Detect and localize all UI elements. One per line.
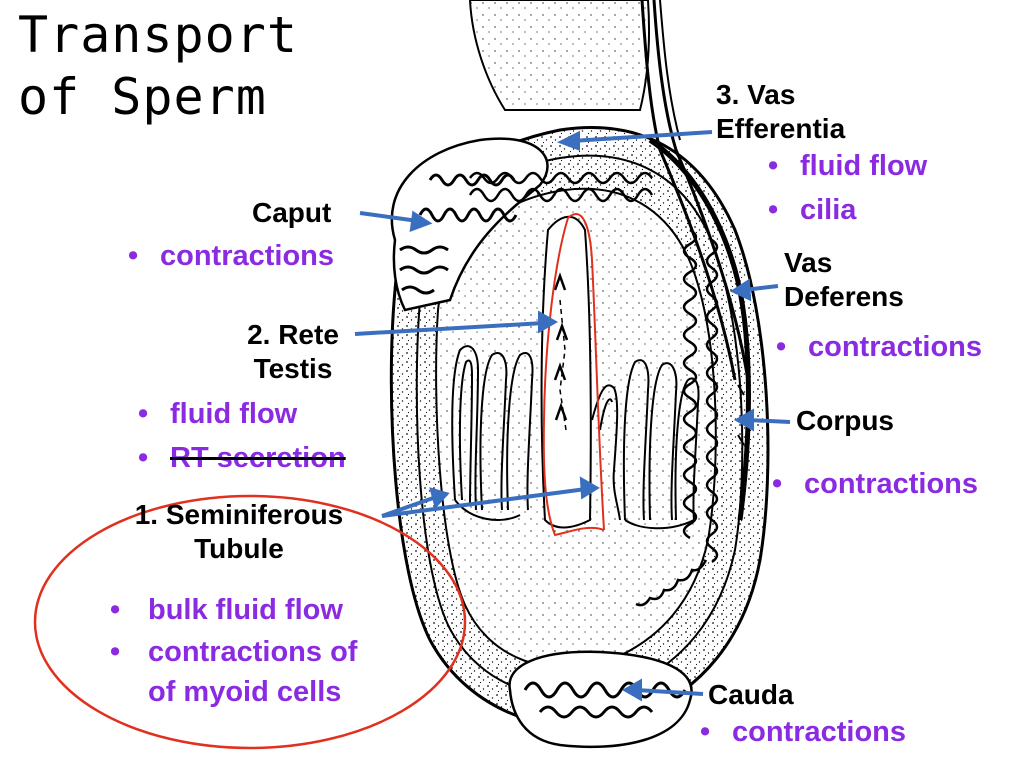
bullet-text: contractions — [160, 240, 335, 272]
rete-testis-label: 2. Rete Testis — [228, 318, 358, 386]
caput-bullet-1: • contractions — [128, 238, 334, 274]
bullet-text: cilia — [800, 194, 857, 226]
vas-efferentia-label-line-2: Efferentia — [716, 113, 846, 144]
cauda-epididymis — [508, 650, 693, 749]
rete-testis-bullet-2: • RT secretion — [138, 440, 346, 476]
pointer-arrows — [354, 130, 791, 702]
vas-efferentia-bullet-2: • cilia — [768, 192, 856, 228]
seminiferous-tubule-label: 1. Seminiferous Tubule — [108, 498, 370, 566]
vas-deferens-bullet-1: • contractions — [776, 329, 982, 365]
bullet-glyph: • — [768, 150, 779, 182]
bullet-glyph: • — [128, 240, 139, 272]
seminiferous-tubule-label-line-1: 1. Seminiferous — [134, 499, 344, 530]
rete-testis-bullet-1: • fluid flow — [138, 396, 297, 432]
bullet-glyph: • — [768, 194, 779, 226]
vas-deferens-label-line-2: Deferens — [784, 281, 904, 312]
vas-deferens-label: Vas Deferens — [784, 246, 904, 314]
caput-label: Caput — [252, 197, 332, 228]
annotation-circle — [33, 494, 467, 750]
vas-efferentia-label-line-1: 3. Vas — [716, 79, 796, 110]
seminiferous-tubule-bullet-2: • contractions of — [110, 634, 357, 670]
bullet-glyph: • — [138, 442, 149, 474]
corpus-label: Corpus — [796, 405, 894, 436]
rete-testis-label-line-2: Testis — [253, 353, 333, 384]
epididymal-duct — [468, 171, 719, 607]
bullet-text: fluid flow — [170, 398, 298, 430]
bullet-glyph: • — [700, 716, 711, 748]
cauda-bullet-1: • contractions — [700, 714, 906, 750]
vas-deferens-duct — [648, 137, 751, 521]
bullet-text: contractions — [808, 331, 983, 363]
seminiferous-tubule-label-line-2: Tubule — [194, 533, 284, 564]
cauda-label: Cauda — [708, 679, 794, 710]
seminiferous-tubule-bullet-1: • bulk fluid flow — [110, 592, 343, 628]
bullet-glyph: • — [138, 398, 149, 430]
bullet-text: contractions — [732, 716, 907, 748]
title-line-2: of Sperm — [18, 68, 267, 126]
bullet-text-struck: RT secretion — [170, 442, 346, 474]
slide-title: Transport of Sperm — [18, 4, 298, 128]
title-line-1: Transport — [18, 6, 298, 64]
seminiferous-tubule-bullet-2-continued: of myoid cells — [148, 676, 342, 708]
bullet-text: bulk fluid flow — [148, 594, 343, 626]
bullet-text: contractions — [804, 468, 979, 500]
seminiferous-tubules — [451, 345, 700, 530]
corpus-bullet-1: • contractions — [772, 466, 978, 502]
rete-testis-region — [540, 213, 605, 537]
bullet-text: fluid flow — [800, 150, 928, 182]
bullet-glyph: • — [776, 331, 787, 363]
vas-efferentia-bullet-1: • fluid flow — [768, 148, 927, 184]
bullet-glyph: • — [772, 468, 783, 500]
bullet-text: contractions of — [148, 636, 358, 668]
vas-deferens-label-line-1: Vas — [784, 247, 833, 278]
bullet-glyph: • — [110, 636, 121, 668]
bullet-glyph: • — [110, 594, 121, 626]
vas-efferentia-label: 3. Vas Efferentia — [716, 78, 845, 146]
rete-testis-label-line-1: 2. Rete — [247, 319, 339, 350]
